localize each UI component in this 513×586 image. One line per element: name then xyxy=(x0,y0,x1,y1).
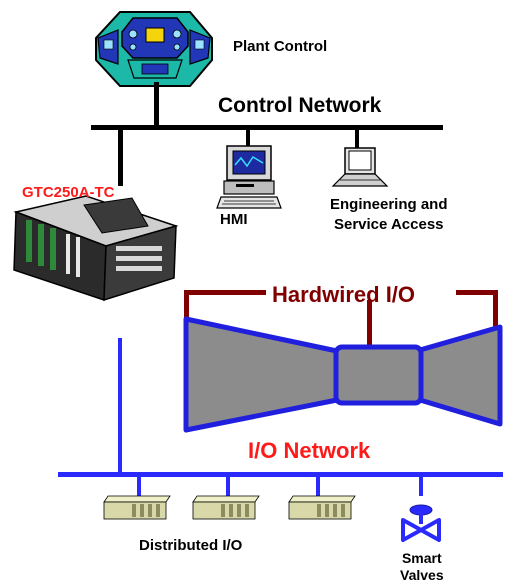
engineering-label-line1: Engineering and xyxy=(330,196,448,213)
workstation-computer-icon xyxy=(216,145,282,209)
io-network-label: I/O Network xyxy=(248,438,371,463)
plant-control-label: Plant Control xyxy=(233,38,328,55)
laptop-icon xyxy=(331,147,389,187)
control-network-bus xyxy=(91,82,443,186)
hardwired-io-label: Hardwired I/O xyxy=(272,282,416,307)
valve-icon xyxy=(401,504,441,542)
engineering-label-line2: Service Access xyxy=(333,216,444,233)
smart-valves-line2: Valves xyxy=(400,567,444,583)
io-module-icon xyxy=(192,495,260,520)
io-network-bus xyxy=(58,338,503,499)
control-room-console-icon xyxy=(95,11,213,87)
hmi-label: HMI xyxy=(220,211,248,228)
smart-valves-label: Smart Valves xyxy=(400,550,444,584)
control-network-label: Control Network xyxy=(218,94,382,117)
controller-label: GTC250A-TC xyxy=(22,184,115,201)
smart-valves-line1: Smart xyxy=(401,550,442,566)
gas-turbine-icon xyxy=(183,316,503,433)
distributed-io-label: Distributed I/O xyxy=(139,537,243,554)
hardwired-io-bracket xyxy=(184,290,498,350)
controller-hardware-icon xyxy=(13,195,179,302)
io-module-icon xyxy=(103,495,171,520)
engineering-access-label: Engineering and Service Access xyxy=(330,195,448,235)
io-module-icon xyxy=(288,495,356,520)
